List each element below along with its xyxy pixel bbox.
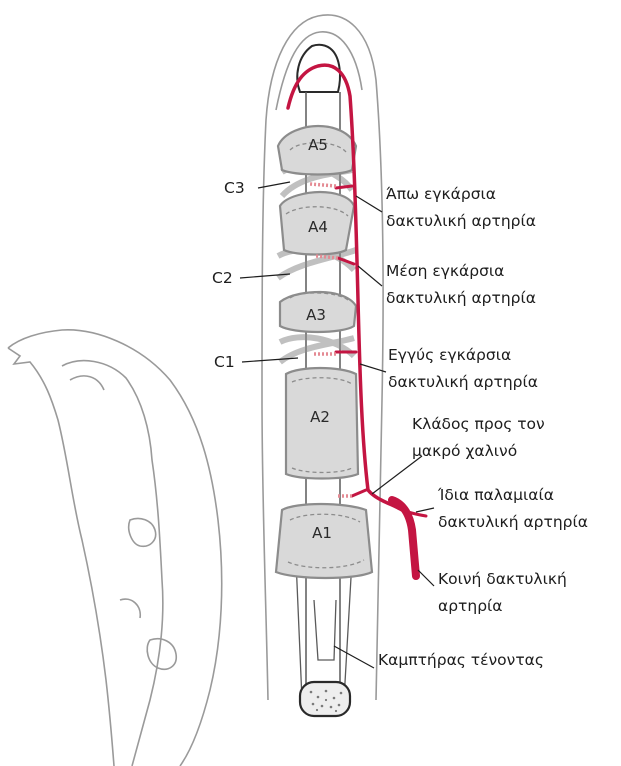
pulley-label-a3: A3 <box>306 306 326 324</box>
callout-vinculum-branch: Κλάδος προς τον μακρό χαλινό <box>412 415 550 460</box>
pulley-a2: A2 <box>286 368 358 479</box>
cruciate-labels: C3 C2 C1 <box>212 179 245 371</box>
callout-common-digital-artery: Κοινή δακτυλική αρτηρία <box>438 570 572 615</box>
label-c2: C2 <box>212 269 233 287</box>
pulley-label-a2: A2 <box>310 408 330 426</box>
callout-proper-palmar-artery: Ίδια παλαμιαία δακτυλική αρτηρία <box>437 486 588 531</box>
pulley-a1: A1 <box>276 504 372 578</box>
pulley-a5: A5 <box>278 126 356 175</box>
pulley-label-a4: A4 <box>308 218 328 236</box>
label-c1: C1 <box>214 353 235 371</box>
callout-flexor-tendon: Καμπτήρας τένοντας <box>378 651 544 669</box>
finger-outline <box>262 15 383 700</box>
annular-pulleys: A5 A4 A3 A2 A1 <box>276 126 372 578</box>
hand-outline <box>8 330 222 766</box>
callout-distal-artery: Άπω εγκάρσια δακτυλική αρτηρία <box>386 185 536 230</box>
anatomy-callouts: Άπω εγκάρσια δακτυλική αρτηρία Μέση εγκά… <box>378 185 588 669</box>
pulley-a4: A4 <box>280 192 354 255</box>
label-c3: C3 <box>224 179 245 197</box>
pulley-label-a5: A5 <box>308 136 328 154</box>
callout-proximal-artery: Εγγύς εγκάρσια δακτυλική αρτηρία <box>388 346 538 391</box>
pulley-label-a1: A1 <box>312 524 332 542</box>
pulley-a3: A3 <box>280 292 356 332</box>
callout-middle-artery: Μέση εγκάρσια δακτυλική αρτηρία <box>386 262 536 307</box>
